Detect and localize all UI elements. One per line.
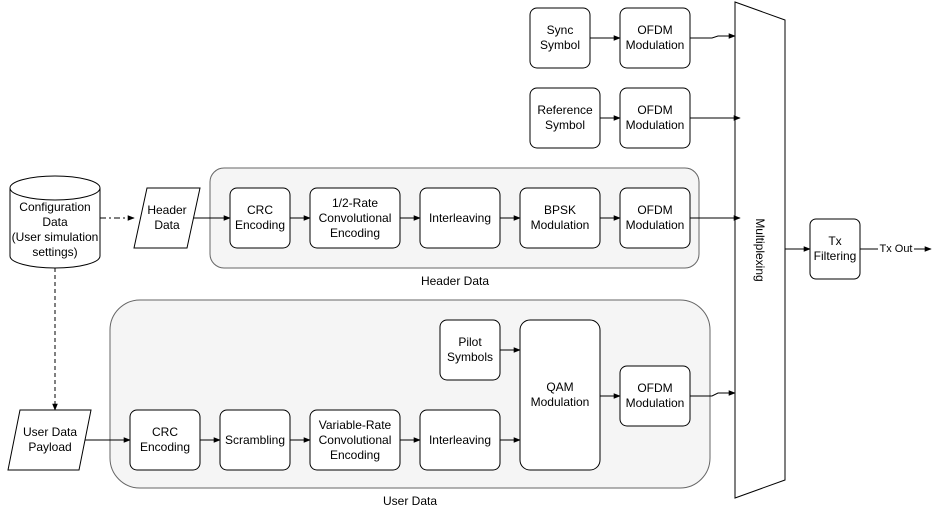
multiplexing-block	[734, 1, 786, 499]
arrow-ofdm-user-to-mux	[690, 390, 736, 397]
header-data-input-label: Header Data	[147, 203, 187, 232]
tx-out-label: Tx Out	[879, 242, 913, 255]
ofdm-header-label: OFDM Modulation	[625, 203, 685, 232]
qam-modulation-block	[519, 319, 601, 471]
ofdm-reference-label: OFDM Modulation	[625, 103, 685, 132]
configuration-data-cylinder	[9, 175, 101, 269]
user-data-payload-shape	[7, 409, 92, 471]
multiplexing-label: Multiplexing	[753, 218, 768, 282]
user-data-payload-label: User Data Payload	[22, 425, 78, 454]
user-convolutional-label: Variable-Rate Convolutional Encoding	[318, 417, 392, 462]
pilot-symbols-label: Pilot Symbols	[446, 335, 493, 364]
user-group-caption: User Data	[382, 494, 438, 508]
arrow-ofdm-sync-to-mux	[690, 33, 736, 39]
user-crc-label: CRC Encoding	[139, 425, 191, 454]
tx-filtering-label: Tx Filtering	[813, 234, 857, 263]
configuration-data-label: Configuration Data (User simulation sett…	[11, 200, 99, 259]
header-interleaving-label: Interleaving	[428, 210, 492, 225]
qam-modulation-label: QAM Modulation	[530, 380, 590, 409]
ofdm-user-label: OFDM Modulation	[625, 381, 685, 410]
reference-symbol-label: Reference Symbol	[537, 103, 593, 132]
bpsk-modulation-label: BPSK Modulation	[530, 203, 590, 232]
sync-symbol-label: Sync Symbol	[539, 23, 580, 52]
ofdm-sync-label: OFDM Modulation	[625, 23, 685, 52]
header-crc-label: CRC Encoding	[234, 203, 286, 232]
header-group-caption: Header Data	[420, 274, 490, 288]
header-data-input-shape	[133, 187, 201, 249]
user-interleaving-label: Interleaving	[428, 432, 492, 447]
header-convolutional-label: 1/2-Rate Convolutional Encoding	[318, 195, 392, 240]
scrambling-label: Scrambling	[224, 432, 286, 447]
